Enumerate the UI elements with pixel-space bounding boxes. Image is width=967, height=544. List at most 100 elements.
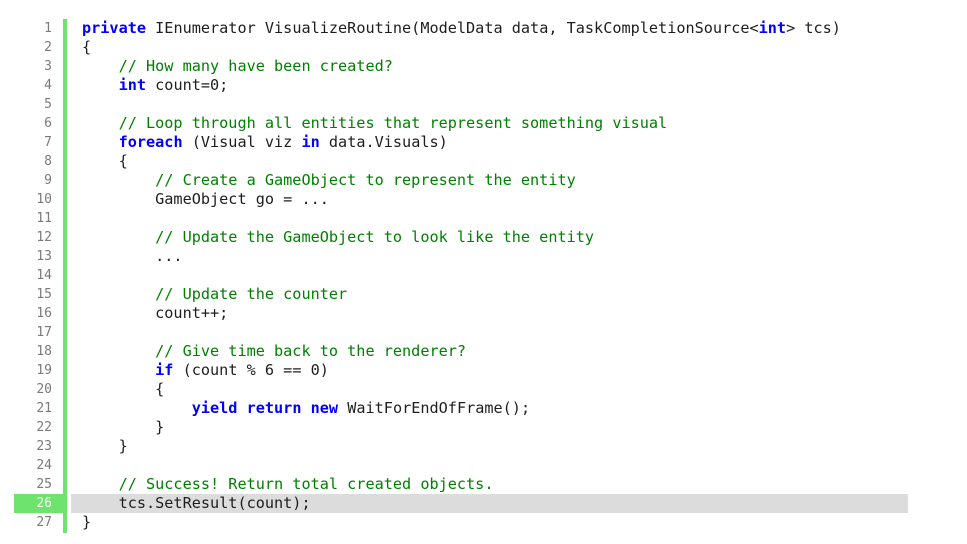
code-line[interactable]: 15 // Update the counter bbox=[0, 285, 967, 304]
line-number: 18 bbox=[36, 344, 52, 359]
code-token: } bbox=[82, 418, 165, 436]
code-line[interactable]: 17 bbox=[0, 323, 967, 342]
line-number: 7 bbox=[44, 135, 52, 150]
code-line[interactable]: 2{ bbox=[0, 38, 967, 57]
code-text: yield return new WaitForEndOfFrame(); bbox=[82, 399, 530, 418]
code-token: { bbox=[82, 380, 165, 398]
code-token: ... bbox=[82, 247, 183, 265]
line-number: 10 bbox=[36, 192, 52, 207]
line-number: 11 bbox=[36, 211, 52, 226]
comment-token: // Success! Return total created objects… bbox=[82, 475, 494, 493]
code-text: } bbox=[82, 513, 91, 532]
keyword-token: int bbox=[758, 19, 787, 37]
line-number: 19 bbox=[36, 363, 52, 378]
line-number: 21 bbox=[36, 401, 52, 416]
keyword-token: foreach bbox=[118, 133, 183, 151]
code-token bbox=[82, 76, 119, 94]
code-token bbox=[82, 399, 192, 417]
current-line-number-highlight bbox=[14, 494, 63, 513]
code-text: count++; bbox=[82, 304, 228, 323]
comment-token: // Update the GameObject to look like th… bbox=[82, 228, 595, 246]
code-line[interactable]: 13 ... bbox=[0, 247, 967, 266]
code-text: GameObject go = ... bbox=[82, 190, 329, 209]
code-token: count=0; bbox=[146, 76, 229, 94]
code-text: // Update the counter bbox=[82, 285, 347, 304]
line-number: 24 bbox=[36, 458, 52, 473]
code-line[interactable]: 8 { bbox=[0, 152, 967, 171]
code-token bbox=[82, 361, 155, 379]
keyword-token: in bbox=[301, 133, 320, 151]
comment-token: // Create a GameObject to represent the … bbox=[82, 171, 576, 189]
keyword-token: new bbox=[310, 399, 339, 417]
code-token: { bbox=[82, 152, 128, 170]
comment-token: // Give time back to the renderer? bbox=[82, 342, 467, 360]
line-number: 20 bbox=[36, 382, 52, 397]
code-token bbox=[82, 133, 119, 151]
code-line[interactable]: 16 count++; bbox=[0, 304, 967, 323]
code-text: int count=0; bbox=[82, 76, 229, 95]
line-number: 22 bbox=[36, 420, 52, 435]
code-text: private IEnumerator VisualizeRoutine(Mod… bbox=[82, 19, 841, 38]
code-text: ... bbox=[82, 247, 183, 266]
keyword-token: yield bbox=[191, 399, 238, 417]
line-number: 8 bbox=[44, 154, 52, 169]
code-line[interactable]: 10 GameObject go = ... bbox=[0, 190, 967, 209]
line-number: 25 bbox=[36, 477, 52, 492]
code-text: // Give time back to the renderer? bbox=[82, 342, 466, 361]
code-token: tcs.SetResult(count); bbox=[82, 494, 311, 512]
code-line[interactable]: 22 } bbox=[0, 418, 967, 437]
line-number: 16 bbox=[36, 306, 52, 321]
code-line[interactable]: 3 // How many have been created? bbox=[0, 57, 967, 76]
keyword-token: return bbox=[246, 399, 302, 417]
code-text: foreach (Visual viz in data.Visuals) bbox=[82, 133, 448, 152]
line-number: 4 bbox=[44, 78, 52, 93]
code-line[interactable]: 1 private IEnumerator VisualizeRoutine(Mo… bbox=[0, 19, 967, 38]
code-text: } bbox=[82, 437, 128, 456]
code-line[interactable]: 27} bbox=[0, 513, 967, 532]
code-token: IEnumerator VisualizeRoutine(ModelData d… bbox=[146, 19, 759, 37]
comment-token: // Update the counter bbox=[82, 285, 348, 303]
code-line[interactable]: 7 foreach (Visual viz in data.Visuals) bbox=[0, 133, 967, 152]
code-line[interactable]: 6 // Loop through all entities that repr… bbox=[0, 114, 967, 133]
keyword-token: if bbox=[155, 361, 174, 379]
code-line[interactable]: 14 bbox=[0, 266, 967, 285]
code-text: // Success! Return total created objects… bbox=[82, 475, 494, 494]
code-line[interactable]: 12 // Update the GameObject to look like… bbox=[0, 228, 967, 247]
comment-token: // How many have been created? bbox=[82, 57, 393, 75]
code-line[interactable]: 5 bbox=[0, 95, 967, 114]
code-token bbox=[237, 399, 246, 417]
line-number: 3 bbox=[44, 59, 52, 74]
code-token: } bbox=[82, 513, 92, 531]
code-token: } bbox=[82, 437, 128, 455]
line-number: 23 bbox=[36, 439, 52, 454]
code-line[interactable]: 21 yield return new WaitForEndOfFrame(); bbox=[0, 399, 967, 418]
code-text: // Update the GameObject to look like th… bbox=[82, 228, 594, 247]
code-text: { bbox=[82, 380, 164, 399]
code-line[interactable]: 23 } bbox=[0, 437, 967, 456]
code-line[interactable]: 11 bbox=[0, 209, 967, 228]
code-text: // Create a GameObject to represent the … bbox=[82, 171, 576, 190]
code-token bbox=[301, 399, 310, 417]
code-line[interactable]: 25 // Success! Return total created obje… bbox=[0, 475, 967, 494]
comment-token: // Loop through all entities that repres… bbox=[82, 114, 668, 132]
code-line-current[interactable]: 26 tcs.SetResult(count); bbox=[0, 494, 967, 513]
code-line[interactable]: 9 // Create a GameObject to represent th… bbox=[0, 171, 967, 190]
code-line[interactable]: 24 bbox=[0, 456, 967, 475]
code-line[interactable]: 18 // Give time back to the renderer? bbox=[0, 342, 967, 361]
line-number: 17 bbox=[36, 325, 52, 340]
code-text: if (count % 6 == 0) bbox=[82, 361, 329, 380]
line-number: 5 bbox=[44, 97, 52, 112]
line-number: 9 bbox=[44, 173, 52, 188]
line-number: 1 bbox=[44, 21, 52, 36]
code-text: { bbox=[82, 152, 128, 171]
code-token: data.Visuals) bbox=[319, 133, 448, 151]
code-token: (count % 6 == 0) bbox=[173, 361, 329, 379]
code-text: // Loop through all entities that repres… bbox=[82, 114, 668, 133]
line-number: 2 bbox=[44, 40, 52, 55]
code-line[interactable]: 20 { bbox=[0, 380, 967, 399]
code-line[interactable]: 19 if (count % 6 == 0) bbox=[0, 361, 967, 380]
code-text: } bbox=[82, 418, 164, 437]
code-line[interactable]: 4 int count=0; bbox=[0, 76, 967, 95]
change-indicator-bar bbox=[63, 19, 67, 533]
